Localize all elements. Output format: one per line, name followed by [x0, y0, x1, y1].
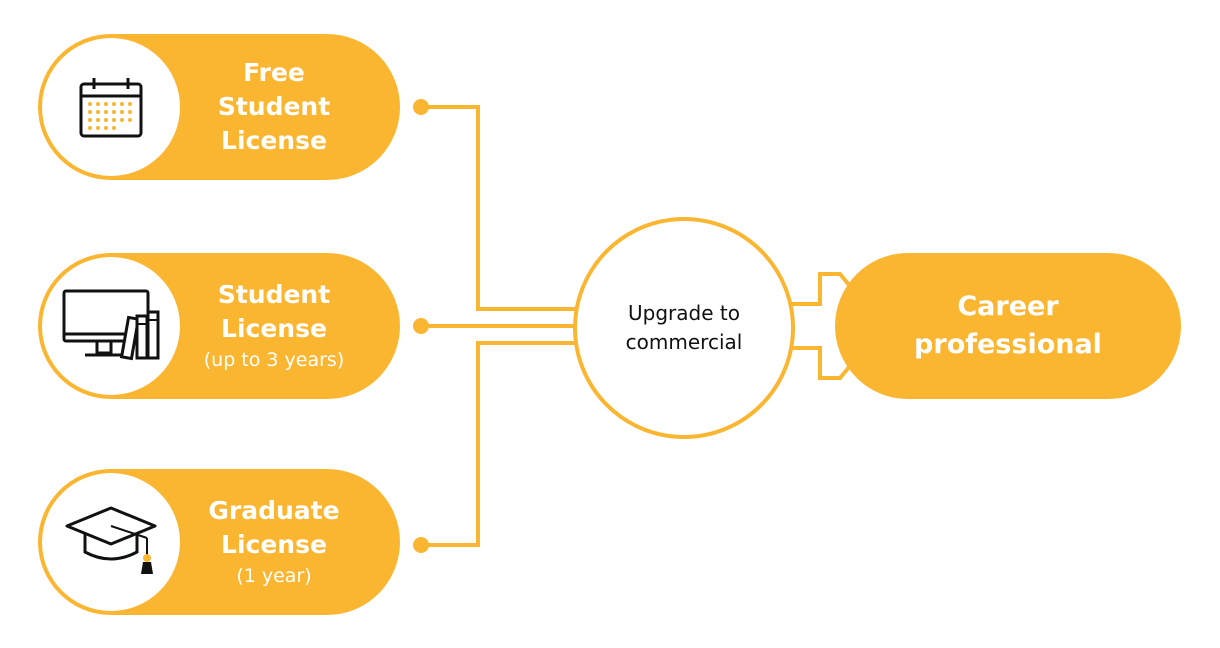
icon-circle — [42, 38, 180, 176]
license-label: Graduate License (1 year) — [188, 469, 360, 615]
hub-line: commercial — [625, 330, 743, 354]
icon-circle — [42, 473, 180, 611]
hub-line: Upgrade to — [628, 301, 740, 325]
license-title-line: License — [221, 314, 327, 343]
license-title-line: License — [221, 530, 327, 559]
connector-dot-free — [413, 99, 429, 115]
connector-free — [421, 105, 575, 311]
upgrade-hub: Upgrade to commercial — [573, 217, 795, 439]
license-student: Student License (up to 3 years) — [38, 253, 400, 399]
license-subtitle: (up to 3 years) — [203, 349, 345, 371]
connector-dot-graduate — [413, 537, 429, 553]
license-title-line: Free Student — [217, 58, 331, 121]
connector-dot-student — [413, 318, 429, 334]
career-line: professional — [914, 329, 1102, 360]
license-title-line: License — [221, 126, 327, 155]
license-free-student: Free Student License — [38, 34, 400, 180]
license-subtitle: (1 year) — [236, 565, 312, 587]
graduation-cap-icon — [65, 506, 157, 574]
license-label: Student License (up to 3 years) — [188, 253, 360, 399]
connector-graduate — [421, 341, 575, 547]
license-title-line: Graduate — [208, 496, 340, 525]
career-line: Career — [957, 291, 1059, 322]
license-graduate: Graduate License (1 year) — [38, 469, 400, 615]
computer-books-icon — [62, 289, 160, 361]
career-professional-pill: Career professional — [835, 253, 1181, 399]
license-title-line: Student — [217, 280, 331, 309]
license-label: Free Student License — [188, 34, 360, 180]
icon-circle — [42, 257, 180, 395]
career-label: Career professional — [875, 253, 1141, 399]
calendar-icon — [79, 78, 143, 138]
